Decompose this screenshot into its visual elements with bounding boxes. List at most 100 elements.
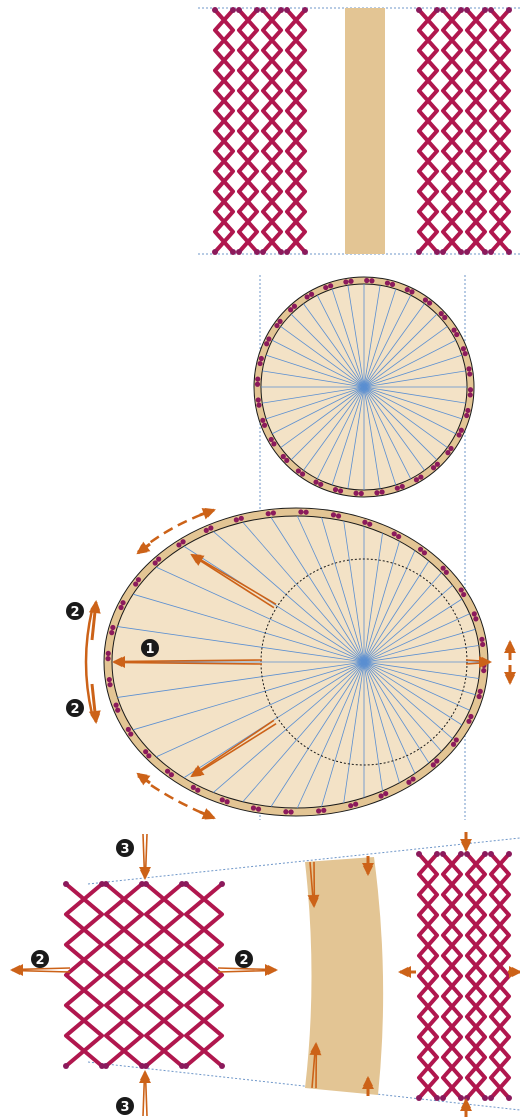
guide-line-flare-bottom [87,1061,520,1111]
strut-node-icon [105,655,111,662]
strut-node-icon [442,314,448,321]
strut-node-icon [458,587,464,593]
strut-node-icon [168,772,175,778]
spoke-line [290,313,365,388]
strut-node-icon [302,249,308,255]
strut-node-icon [456,432,462,438]
spoke-line [363,303,425,388]
spoke-line [363,661,470,711]
strut-node-icon [284,7,290,13]
strut-node-icon [212,249,218,255]
arrow-tip [509,966,520,978]
spoke-line [321,517,365,663]
strut-node-icon [260,249,266,255]
stent-struts-right [416,851,512,1101]
spoke-line [242,521,365,663]
strut-node-icon [480,641,486,648]
spoke-line [343,520,365,663]
arrow-tip [460,1100,472,1111]
strut-node-icon [254,381,261,387]
strut-node-icon [479,636,485,642]
strut-node-icon [103,881,109,887]
strut-zigzag [489,8,511,254]
strut-node-icon [482,1095,488,1101]
strut-node-icon [434,851,440,857]
spoke-line [331,288,365,388]
strut-node-icon [506,1095,512,1101]
spoke-line [363,386,466,404]
strut-node-icon [416,7,422,13]
curved-vessel-wall [305,857,384,1095]
strut-node-icon [471,611,477,617]
spoke-line [270,661,365,807]
strut-node-icon [219,797,225,803]
strut-node-icon [299,471,306,477]
strut-node-icon [464,249,470,255]
marker-label: 3 [120,842,129,857]
strut-node-icon [152,560,158,566]
spoke-line [363,628,476,663]
strut-node-icon [230,7,236,13]
force-arrow-icon [362,856,374,877]
spoke-line [363,326,448,388]
numbered-marker-icon: 3 [116,1097,134,1115]
strut-node-icon [106,676,112,683]
strut-node-icon [63,1063,69,1069]
numbered-marker-icon: 3 [116,839,134,857]
strut-node-icon [288,809,294,815]
strut-zigzag [417,8,439,254]
arrow-tip [362,1078,374,1089]
strut-node-icon [113,702,119,708]
spoke-line [363,598,463,663]
force-arrow-icon [460,1097,472,1117]
strut-node-icon [348,278,354,284]
strut-zigzag [417,852,439,1100]
strut-node-icon [284,249,290,255]
strut-node-icon [416,249,422,255]
strut-node-icon [464,412,470,419]
spoke-line [363,661,383,791]
spoke-line [363,386,412,479]
strut-node-icon [255,376,261,382]
strut-node-icon [258,355,264,362]
force-arrow-icon [199,507,216,520]
strut-node-icon [477,688,483,694]
spoke-line [363,661,400,783]
force-arrow-icon [217,964,279,976]
strut-node-icon [488,249,494,255]
spoke-line [321,661,365,807]
force-arrows-ellipse [84,507,516,820]
strut-node-icon [394,485,400,491]
strut-node-icon [445,450,451,456]
spoke-line [363,661,479,679]
strut-node-icon [462,351,468,357]
strut-node-icon [219,1063,225,1069]
strut-node-icon [103,1063,109,1069]
strut-node-icon [482,7,488,13]
strut-node-icon [118,604,124,611]
strut-node-icon [430,465,437,471]
strut-zigzag [417,852,439,1100]
strut-node-icon [440,7,446,13]
strut-node-icon [358,490,364,497]
strut-node-icon [506,249,512,255]
strut-node-icon [304,294,310,300]
strut-node-icon [105,650,111,657]
strut-node-icon [506,7,512,13]
spoke-line [280,326,365,388]
arrow-tip [504,672,516,683]
marker-label: 2 [70,605,79,620]
spoke-line [265,386,365,420]
strut-node-icon [464,7,470,13]
strut-node-icon [236,7,242,13]
force-arrow-icon [111,656,263,668]
strut-node-icon [302,7,308,13]
spoke-line [363,533,383,663]
strut-node-icon [482,249,488,255]
strut-node-icon [283,809,289,815]
force-arrow-icon [9,964,71,976]
strut-node-icon [176,542,182,548]
numbered-marker-icon: 2 [31,950,49,968]
strut-zigzag [64,882,104,1068]
strut-node-icon [268,436,274,443]
